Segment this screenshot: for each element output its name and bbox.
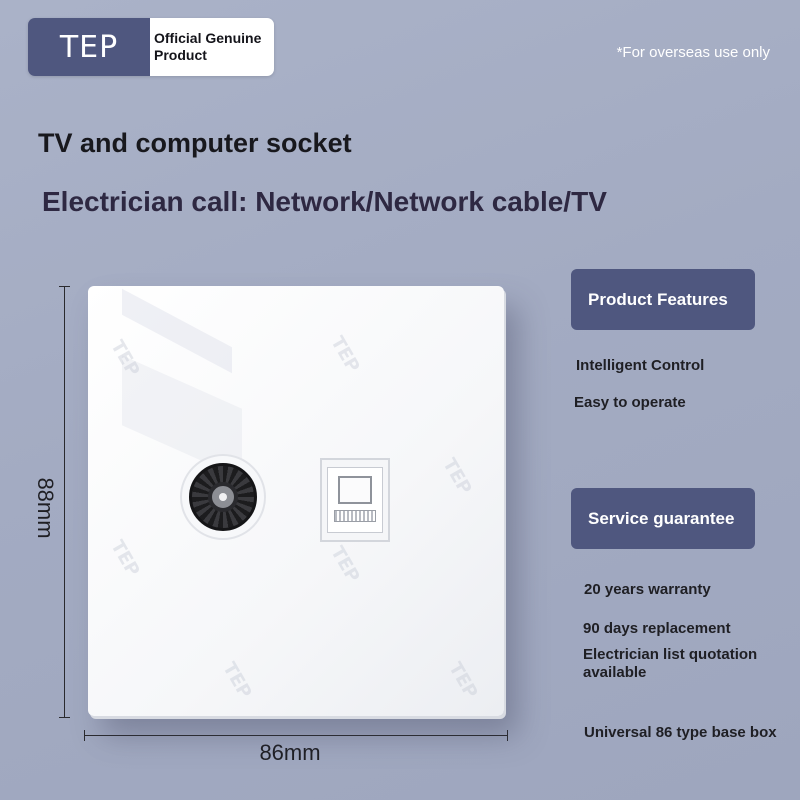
plate-watermark: TEP xyxy=(106,536,144,581)
guarantee-item: 90 days replacement xyxy=(583,620,731,637)
plate-watermark: TEP xyxy=(326,542,364,587)
brand-logo: TEP xyxy=(28,18,150,76)
keyboard-icon xyxy=(334,510,376,522)
computer-icon xyxy=(327,467,383,533)
plate-watermark: TEP xyxy=(218,658,256,703)
brand-tagline-line1: Official Genuine xyxy=(154,30,262,46)
brand-tagline-line2: Product xyxy=(154,47,207,63)
tv-coax-port xyxy=(180,454,266,540)
page-subtitle: Electrician call: Network/Network cable/… xyxy=(42,186,607,217)
width-dimension-label: 86mm xyxy=(259,740,321,765)
computer-screen-icon xyxy=(338,476,372,504)
tv-port-ring xyxy=(189,463,257,531)
guarantee-item: 20 years warranty xyxy=(584,581,711,598)
feature-item: Intelligent Control xyxy=(576,357,705,374)
brand-tagline: Official Genuine Product xyxy=(150,18,274,76)
overseas-notice: *For overseas use only xyxy=(616,44,770,61)
plate-watermark: TEP xyxy=(326,332,364,377)
height-dimension-line xyxy=(59,286,70,718)
plate-watermark: TEP xyxy=(438,454,476,499)
socket-plate: TEP TEP TEP TEP TEP TEP TEP xyxy=(88,286,504,716)
brand-badge: TEP Official Genuine Product xyxy=(28,18,274,76)
network-port xyxy=(320,458,390,542)
height-dimension-label: 88mm xyxy=(33,477,58,539)
feature-item: Easy to operate xyxy=(574,394,686,411)
page-title: TV and computer socket xyxy=(38,128,352,158)
plate-watermark: TEP xyxy=(444,658,482,703)
service-guarantee-heading: Service guarantee xyxy=(571,488,755,549)
product-features-heading: Product Features xyxy=(571,269,755,330)
base-box-note: Universal 86 type base box xyxy=(584,724,777,741)
width-dimension-line xyxy=(84,730,508,741)
guarantee-item: Electrician list quotation available xyxy=(583,646,758,681)
tv-port-core xyxy=(208,482,238,512)
tv-port-pin xyxy=(219,493,227,501)
